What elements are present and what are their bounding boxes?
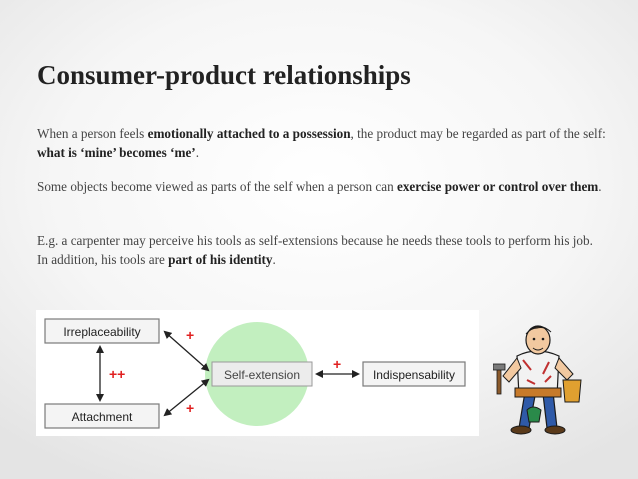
sign-attachment-self: + (186, 400, 194, 416)
indispensability-label: Indispensability (373, 368, 455, 382)
irreplaceability-self-extension-arrow (163, 330, 210, 372)
sign-irreplaceability-self: + (186, 327, 194, 343)
self-extension-label: Self-extension (224, 368, 300, 382)
emphasis-mine-becomes-me: what is ‘mine’ becomes ‘me’ (37, 145, 196, 160)
irreplaceability-box: Irreplaceability (44, 318, 160, 344)
irreplaceability-label: Irreplaceability (63, 325, 140, 339)
sign-indispensability-self: + (333, 356, 341, 372)
attachment-self-extension-arrow (163, 378, 210, 417)
emphasis-part-of-identity: part of his identity (168, 252, 273, 267)
paragraph-control: Some objects become viewed as parts of t… (37, 179, 602, 194)
self-extension-box: Self-extension (211, 361, 313, 387)
carpenter-with-tools-icon (492, 310, 583, 438)
sign-irreplaceability-attachment: ++ (109, 366, 125, 382)
attachment-label: Attachment (72, 410, 133, 424)
slide-title: Consumer-product relationships (37, 60, 411, 90)
emphasis-exercise-power: exercise power or control over them (396, 179, 599, 194)
attachment-box: Attachment (44, 403, 160, 429)
paragraph-carpenter-example: E.g. a carpenter may perceive his tools … (37, 233, 593, 267)
indispensability-box: Indispensability (362, 361, 466, 387)
paragraph-attachment: When a person feels emotionally attached… (37, 126, 606, 160)
emphasis-emotionally-attached: emotionally attached to a possession (147, 126, 351, 141)
self-extension-diagram: Irreplaceability Attachment Self-extensi… (36, 310, 479, 436)
